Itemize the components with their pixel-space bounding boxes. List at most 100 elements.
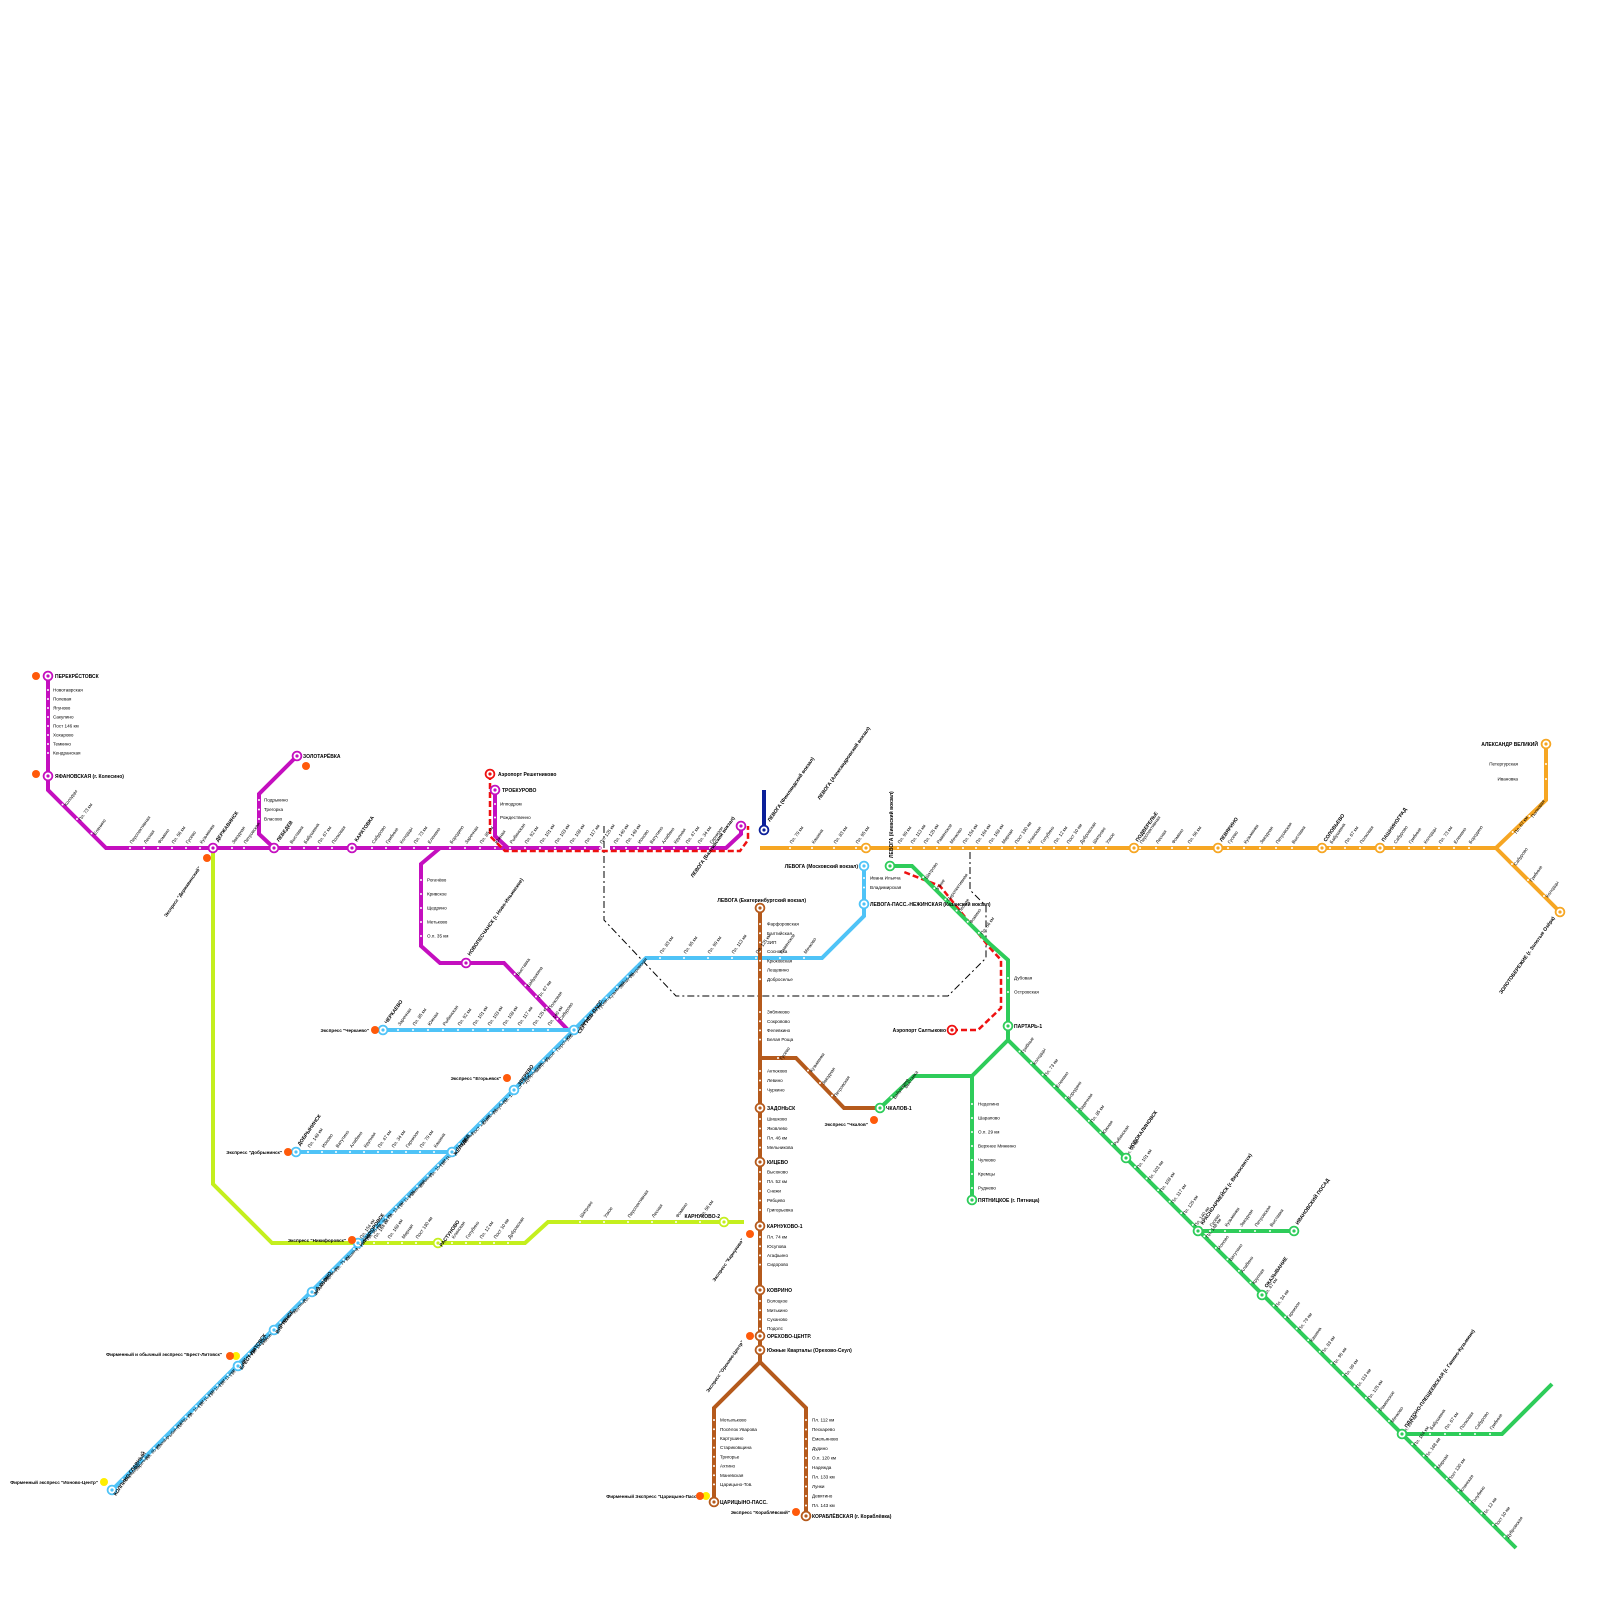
- station-marker[interactable]: [320, 1278, 325, 1282]
- station-marker[interactable]: [970, 1102, 974, 1106]
- station-marker[interactable]: [948, 846, 952, 850]
- station-marker[interactable]: [552, 1048, 556, 1052]
- express-marker[interactable]: [348, 1236, 356, 1244]
- station-marker[interactable]: [1268, 1229, 1272, 1233]
- express-marker[interactable]: [503, 1074, 511, 1082]
- station-marker[interactable]: [170, 846, 174, 850]
- station-marker[interactable]: [1407, 846, 1411, 850]
- station-marker[interactable]: [684, 846, 688, 850]
- station-marker[interactable]: [1544, 762, 1548, 766]
- station-marker[interactable]: [1013, 846, 1017, 850]
- station-marker[interactable]: [1443, 1432, 1447, 1436]
- station-marker[interactable]: [1029, 1061, 1033, 1065]
- station-marker[interactable]: [1422, 846, 1426, 850]
- station-marker[interactable]: [712, 1427, 716, 1431]
- station-marker[interactable]: [489, 1111, 493, 1115]
- station-marker[interactable]: [660, 846, 664, 850]
- station-marker[interactable]: [758, 959, 762, 963]
- station-marker[interactable]: [316, 846, 320, 850]
- station-marker[interactable]: [1375, 1407, 1380, 1412]
- station-marker[interactable]: [419, 906, 423, 910]
- station-marker[interactable]: [970, 1158, 974, 1162]
- station-marker[interactable]: [1527, 814, 1531, 818]
- station-marker[interactable]: [889, 1095, 893, 1099]
- station-marker[interactable]: [506, 1241, 510, 1245]
- station-marker[interactable]: [1104, 846, 1108, 850]
- station-marker[interactable]: [674, 1220, 678, 1224]
- station-marker[interactable]: [758, 949, 762, 954]
- station-marker[interactable]: [1237, 1269, 1241, 1273]
- station-marker[interactable]: [1468, 1500, 1472, 1504]
- station-marker[interactable]: [830, 1093, 834, 1098]
- station-marker[interactable]: [802, 956, 806, 960]
- station-marker[interactable]: [390, 1150, 394, 1154]
- station-marker[interactable]: [1274, 846, 1278, 850]
- station-marker[interactable]: [758, 1189, 762, 1193]
- station-marker[interactable]: [46, 751, 50, 755]
- station-marker[interactable]: [758, 940, 762, 945]
- station-marker[interactable]: [901, 1085, 905, 1089]
- station-marker[interactable]: [1225, 1257, 1229, 1261]
- station-marker[interactable]: [163, 1435, 167, 1440]
- station-marker[interactable]: [1087, 1119, 1091, 1123]
- station-marker[interactable]: [141, 1456, 146, 1461]
- station-marker[interactable]: [1479, 1511, 1483, 1515]
- station-marker[interactable]: [400, 1241, 404, 1245]
- station-marker[interactable]: [758, 1019, 762, 1023]
- station-marker[interactable]: [758, 1136, 762, 1140]
- station-marker[interactable]: [396, 1028, 400, 1032]
- station-marker[interactable]: [1202, 1234, 1206, 1238]
- station-marker[interactable]: [46, 733, 50, 737]
- station-marker[interactable]: [758, 1326, 762, 1331]
- station-marker[interactable]: [450, 1241, 454, 1245]
- station-marker[interactable]: [1253, 1229, 1257, 1233]
- station-marker[interactable]: [1179, 1211, 1183, 1215]
- station-marker[interactable]: [373, 1226, 377, 1230]
- station-marker[interactable]: [562, 1037, 566, 1041]
- station-marker[interactable]: [804, 1418, 808, 1422]
- station-marker[interactable]: [1387, 1419, 1391, 1423]
- station-marker[interactable]: [1065, 846, 1069, 850]
- station-marker[interactable]: [419, 878, 423, 882]
- station-marker[interactable]: [419, 892, 423, 896]
- station-marker[interactable]: [943, 897, 948, 902]
- station-marker[interactable]: [624, 846, 628, 850]
- station-marker[interactable]: [194, 1404, 198, 1408]
- station-marker[interactable]: [758, 1244, 762, 1248]
- station-marker[interactable]: [492, 1241, 496, 1245]
- station-marker[interactable]: [493, 846, 497, 850]
- station-marker[interactable]: [531, 1069, 535, 1073]
- station-marker[interactable]: [386, 1241, 390, 1245]
- station-marker[interactable]: [1248, 1280, 1253, 1285]
- station-marker[interactable]: [508, 846, 512, 850]
- station-marker[interactable]: [862, 885, 866, 890]
- station-marker[interactable]: [696, 846, 700, 850]
- station-marker[interactable]: [1352, 1384, 1356, 1388]
- station-marker[interactable]: [615, 985, 619, 989]
- station-marker[interactable]: [493, 815, 497, 820]
- express-marker[interactable]: [870, 1116, 878, 1124]
- station-marker[interactable]: [412, 846, 416, 850]
- station-marker[interactable]: [758, 1117, 762, 1121]
- station-marker[interactable]: [1191, 1223, 1195, 1227]
- station-marker[interactable]: [1410, 1442, 1414, 1446]
- station-marker[interactable]: [1242, 846, 1246, 850]
- station-marker[interactable]: [1091, 846, 1095, 850]
- station-marker[interactable]: [478, 1241, 482, 1245]
- station-marker[interactable]: [370, 846, 374, 850]
- station-marker[interactable]: [411, 1028, 415, 1032]
- station-marker[interactable]: [706, 956, 710, 960]
- station-marker[interactable]: [436, 1163, 440, 1167]
- station-marker[interactable]: [523, 983, 527, 987]
- station-marker[interactable]: [804, 1484, 808, 1489]
- station-marker[interactable]: [468, 1132, 472, 1136]
- station-marker[interactable]: [1364, 1396, 1368, 1400]
- station-marker[interactable]: [1437, 846, 1441, 850]
- station-marker[interactable]: [348, 1150, 352, 1154]
- station-marker[interactable]: [46, 697, 50, 701]
- station-marker[interactable]: [1343, 846, 1347, 850]
- station-marker[interactable]: [404, 1150, 408, 1154]
- station-marker[interactable]: [394, 1205, 398, 1209]
- station-marker[interactable]: [804, 1475, 808, 1479]
- station-marker[interactable]: [1052, 1084, 1056, 1088]
